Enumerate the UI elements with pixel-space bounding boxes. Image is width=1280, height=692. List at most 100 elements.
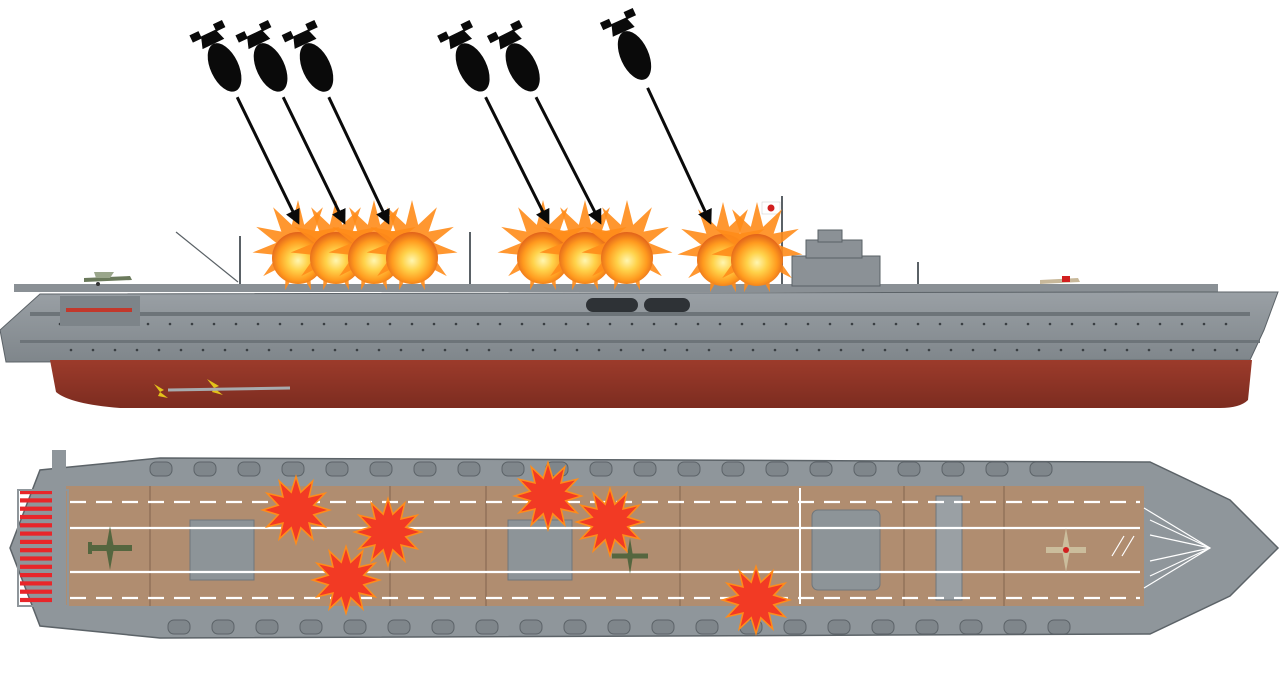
- porthole: [751, 348, 755, 352]
- hangar-opening-1: [586, 298, 638, 312]
- porthole: [806, 322, 810, 326]
- porthole: [861, 348, 865, 352]
- porthole: [333, 348, 337, 352]
- porthole: [1235, 348, 1239, 352]
- deck-explosions: [252, 200, 803, 293]
- sponson: [765, 461, 789, 477]
- sponson: [695, 619, 719, 635]
- porthole: [432, 322, 436, 326]
- ensign-flag: [761, 201, 781, 215]
- porthole: [553, 348, 557, 352]
- sponson: [783, 619, 807, 635]
- sponson: [589, 461, 613, 477]
- sponson: [633, 461, 657, 477]
- trajectory-arrow-icon: [327, 96, 390, 225]
- stern-stripe: [20, 514, 66, 520]
- hangar-opening-2: [644, 298, 690, 312]
- porthole: [1037, 348, 1041, 352]
- sponson: [1029, 461, 1053, 477]
- sponson: [387, 619, 411, 635]
- aerial-bomb-icon: [189, 19, 242, 92]
- aerial-bomb-icon: [437, 19, 490, 92]
- sponson: [897, 461, 921, 477]
- porthole: [454, 322, 458, 326]
- porthole: [498, 322, 502, 326]
- sponson: [325, 461, 349, 477]
- aircraft-side-aft: [84, 272, 132, 286]
- stern-stripe: [20, 556, 66, 561]
- porthole: [564, 322, 568, 326]
- porthole: [465, 348, 469, 352]
- propellers: [154, 379, 223, 398]
- sponson: [211, 619, 235, 635]
- sponson: [607, 619, 631, 635]
- lower-hull-red: [50, 360, 1252, 408]
- porthole: [663, 348, 667, 352]
- porthole: [586, 322, 590, 326]
- sponson: [149, 461, 173, 477]
- porthole: [146, 322, 150, 326]
- porthole: [696, 322, 700, 326]
- porthole: [993, 348, 997, 352]
- porthole: [1213, 348, 1217, 352]
- aerial-bomb-icon: [235, 19, 288, 92]
- bow-fan-markings: [1111, 507, 1212, 589]
- sponson: [853, 461, 877, 477]
- fireball-icon: [497, 200, 673, 291]
- porthole: [883, 348, 887, 352]
- porthole: [1059, 348, 1063, 352]
- porthole: [1180, 322, 1184, 326]
- sponson: [871, 619, 895, 635]
- porthole: [311, 348, 315, 352]
- impact-starburst-icon: [310, 544, 382, 616]
- porthole: [1048, 322, 1052, 326]
- porthole: [443, 348, 447, 352]
- stern-stripe: [20, 523, 66, 528]
- porthole: [740, 322, 744, 326]
- porthole: [245, 348, 249, 352]
- porthole: [1158, 322, 1162, 326]
- ship-side-view: [0, 7, 1279, 408]
- porthole: [179, 348, 183, 352]
- porthole: [377, 348, 381, 352]
- trajectory-arrow-icon: [484, 96, 550, 225]
- porthole: [795, 348, 799, 352]
- porthole: [850, 322, 854, 326]
- porthole: [113, 348, 117, 352]
- porthole: [927, 348, 931, 352]
- porthole: [762, 322, 766, 326]
- porthole: [487, 348, 491, 352]
- porthole: [839, 348, 843, 352]
- stern-stripe: [20, 597, 66, 603]
- sponson: [563, 619, 587, 635]
- porthole: [344, 322, 348, 326]
- stern-frame: [17, 489, 69, 607]
- sponson: [941, 461, 965, 477]
- porthole: [938, 322, 942, 326]
- fireball-icon: [677, 202, 803, 293]
- porthole: [1004, 322, 1008, 326]
- sponson: [193, 461, 217, 477]
- porthole: [828, 322, 832, 326]
- portholes: [58, 322, 1239, 352]
- sponson: [501, 461, 525, 477]
- porthole: [1147, 348, 1151, 352]
- porthole: [916, 322, 920, 326]
- flight-deck-side: [14, 284, 1218, 292]
- porthole: [300, 322, 304, 326]
- porthole: [1169, 348, 1173, 352]
- porthole: [256, 322, 260, 326]
- porthole: [597, 348, 601, 352]
- porthole: [201, 348, 205, 352]
- porthole: [267, 348, 271, 352]
- sponson: [431, 619, 455, 635]
- porthole: [1081, 348, 1085, 352]
- porthole: [476, 322, 480, 326]
- porthole: [421, 348, 425, 352]
- aircraft-side-forward: [1040, 276, 1080, 284]
- sponson: [167, 619, 191, 635]
- stern-stripe: [20, 564, 66, 569]
- stern-stripe: [20, 589, 66, 594]
- sponson: [985, 461, 1009, 477]
- porthole: [817, 348, 821, 352]
